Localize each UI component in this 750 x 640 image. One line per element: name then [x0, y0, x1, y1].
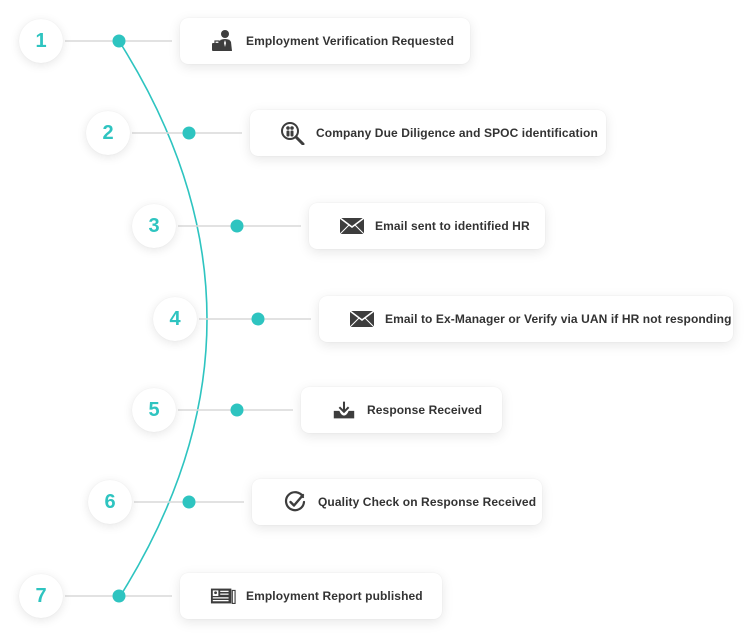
- magnifier-people-icon: [280, 121, 306, 145]
- envelope-icon: [349, 307, 375, 331]
- step-label-2: Company Due Diligence and SPOC identific…: [316, 126, 598, 140]
- step-number-1: 1: [19, 19, 63, 63]
- step-number-2: 2: [86, 111, 130, 155]
- step-card-5: Response Received: [301, 387, 502, 433]
- report-card-icon: [210, 584, 236, 608]
- step-label-6: Quality Check on Response Received: [318, 495, 537, 509]
- step-card-4: Email to Ex-Manager or Verify via UAN if…: [319, 296, 733, 342]
- timeline-dot-1: [112, 34, 126, 48]
- check-circle-icon: [282, 490, 308, 514]
- step-label-1: Employment Verification Requested: [246, 34, 455, 48]
- step-number-6: 6: [88, 480, 132, 524]
- step-card-6: Quality Check on Response Received: [252, 479, 542, 525]
- download-tray-icon: [331, 398, 357, 422]
- businessman-briefcase-icon: [210, 29, 236, 53]
- timeline-dot-6: [182, 495, 196, 509]
- timeline-dot-4: [251, 312, 265, 326]
- step-card-3: Email sent to identified HR: [309, 203, 545, 249]
- step-number-5: 5: [132, 388, 176, 432]
- timeline-dot-5: [230, 403, 244, 417]
- step-number-4: 4: [153, 297, 197, 341]
- timeline-dot-2: [182, 126, 196, 140]
- step-label-7: Employment Report published: [246, 589, 423, 603]
- step-label-5: Response Received: [367, 403, 483, 417]
- timeline-dot-7: [112, 589, 126, 603]
- step-label-3: Email sent to identified HR: [375, 219, 530, 233]
- step-card-1: Employment Verification Requested: [180, 18, 470, 64]
- step-card-2: Company Due Diligence and SPOC identific…: [250, 110, 606, 156]
- timeline-dot-3: [230, 219, 244, 233]
- step-number-3: 3: [132, 204, 176, 248]
- step-card-7: Employment Report published: [180, 573, 442, 619]
- step-number-7: 7: [19, 574, 63, 618]
- step-label-4: Email to Ex-Manager or Verify via UAN if…: [385, 312, 732, 326]
- envelope-icon: [339, 214, 365, 238]
